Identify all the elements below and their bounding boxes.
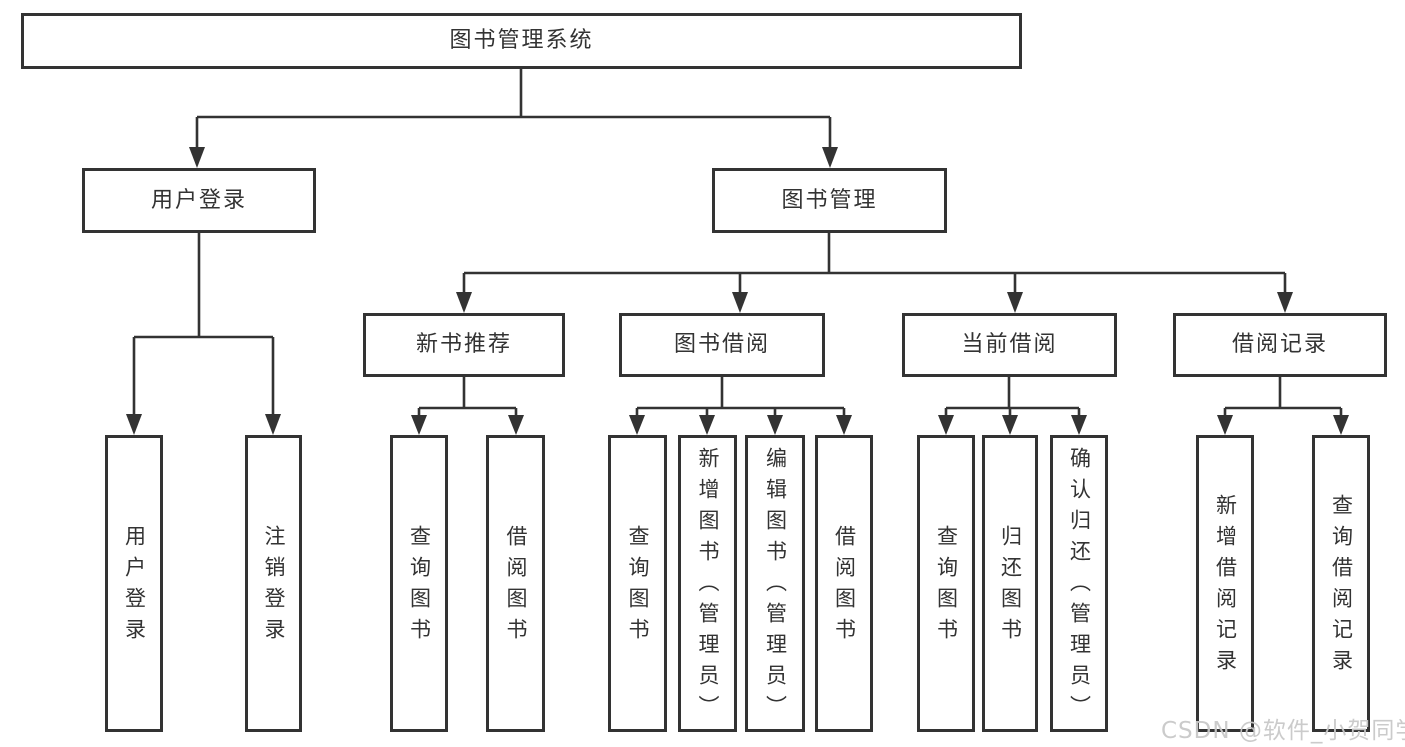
- node-book-borrow: 图书借阅: [619, 313, 825, 377]
- leaf-edit-books-admin: 编辑图书（管理员）: [745, 435, 805, 732]
- connector-book-mgmt-to-level3: [456, 233, 1293, 313]
- leaf-add-books-admin: 新增图书（管理员）: [678, 435, 737, 732]
- node-new-book-recommend: 新书推荐: [363, 313, 565, 377]
- leaf-query-books-2: 查询图书: [608, 435, 667, 732]
- leaf-borrow-books-2: 借阅图书: [815, 435, 873, 732]
- leaf-logout: 注销登录: [245, 435, 302, 732]
- leaf-return-books: 归还图书: [982, 435, 1038, 732]
- connector-current-borrow-children: [938, 377, 1087, 435]
- connector-new-book-children: [411, 377, 524, 435]
- leaf-query-borrow-record: 查询借阅记录: [1312, 435, 1370, 732]
- node-book-management: 图书管理: [712, 168, 947, 233]
- leaf-add-borrow-record: 新增借阅记录: [1196, 435, 1254, 732]
- node-user-login: 用户登录: [82, 168, 316, 233]
- csdn-watermark: CSDN @软件_小贺同学: [1161, 718, 1405, 744]
- node-root-library-system: 图书管理系统: [21, 13, 1022, 69]
- leaf-borrow-books-1: 借阅图书: [486, 435, 545, 732]
- leaf-user-login: 用户登录: [105, 435, 163, 732]
- connector-book-borrow-children: [629, 377, 852, 435]
- node-borrow-records: 借阅记录: [1173, 313, 1387, 377]
- leaf-confirm-return-admin: 确认归还（管理员）: [1050, 435, 1108, 732]
- connector-root-to-level2: [189, 69, 838, 168]
- node-current-borrow: 当前借阅: [902, 313, 1117, 377]
- leaf-query-books-3: 查询图书: [917, 435, 975, 732]
- leaf-query-books-1: 查询图书: [390, 435, 448, 732]
- connector-borrow-records-children: [1217, 377, 1349, 435]
- connector-user-login-children: [126, 233, 281, 435]
